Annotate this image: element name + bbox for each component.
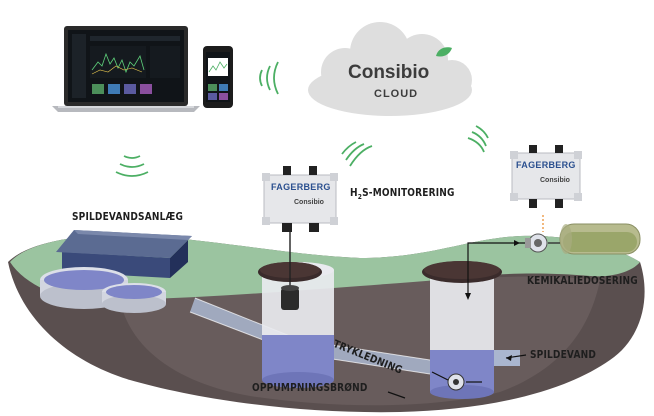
label-h2s-monitoring: H2S-MONITORERING [350, 187, 455, 201]
smartphone [203, 46, 233, 108]
cloud-brand-name: Consibio [348, 62, 430, 83]
h2s-sensor-probe [281, 285, 299, 310]
wifi-signal-laptop [115, 155, 149, 177]
label-h2s-rest: S-MONITORERING [362, 187, 455, 199]
label-h2s-sub: 2 [357, 193, 363, 202]
label-chemical-dosing: KEMIKALIEDOSERING [527, 275, 638, 287]
wifi-signal-box1 [341, 141, 373, 167]
sensor-box-2 [510, 145, 582, 208]
dosing-pump [525, 233, 548, 253]
clarifier-tank-small [102, 283, 166, 313]
cloud-subtitle: CLOUD [374, 88, 419, 100]
label-h2s-h: H [350, 187, 358, 199]
pressure-pipe [190, 298, 430, 374]
laptop [52, 26, 200, 112]
pumping-well [262, 262, 334, 388]
label-pumping-well: OPPUMPNINGSBRØND [252, 382, 368, 394]
label-wastewater: SPILDEVAND [530, 349, 597, 361]
sensor-box-1-brand: FAGERBERG [271, 182, 331, 192]
chemical-tank [559, 223, 641, 255]
sensor-box-2-brand: FAGERBERG [516, 160, 576, 170]
label-wastewater-plant: SPILDEVANDSANLÆG [72, 211, 184, 223]
leaf-icon [436, 47, 452, 57]
wifi-signal-cloud-left [259, 61, 279, 95]
sensor-box-1-partner: Consibio [294, 199, 324, 206]
submersible-pump [447, 373, 465, 391]
dosing-line [467, 242, 525, 296]
sensor-box-2-partner: Consibio [540, 177, 570, 184]
wifi-signal-box2 [467, 125, 489, 153]
cloud-shape [308, 22, 472, 116]
sensor-box-1 [262, 166, 338, 232]
